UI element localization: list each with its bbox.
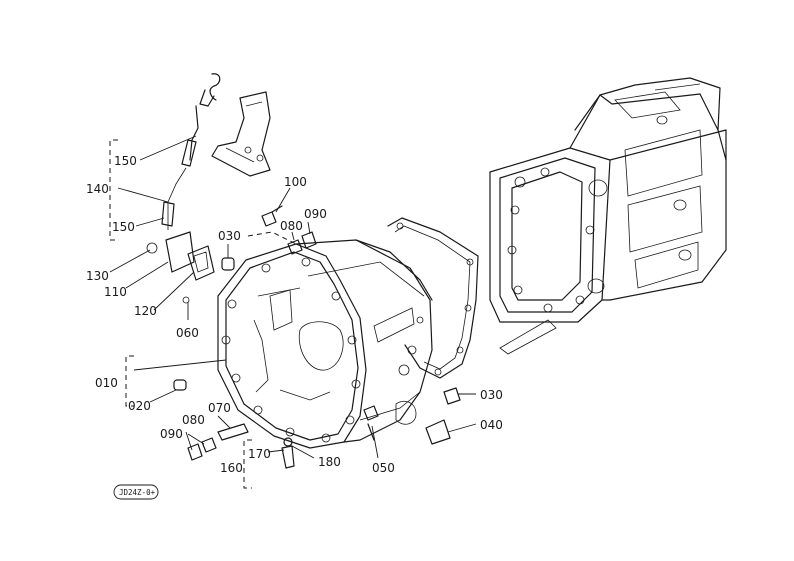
leader-lines — [109, 135, 477, 459]
label-130: 130 — [86, 269, 109, 283]
label-120: 120 — [134, 304, 157, 318]
clutch-housing — [217, 239, 433, 449]
cover-bracket — [211, 91, 271, 177]
label-150-upper: 150 — [114, 154, 137, 168]
label-100: 100 — [284, 175, 307, 189]
transmission-case — [489, 77, 727, 323]
gasket — [387, 217, 479, 379]
label-020: 020 — [128, 399, 151, 413]
label-080-upper: 080 — [280, 219, 303, 233]
label-090-upper: 090 — [304, 207, 327, 221]
label-140: 140 — [86, 182, 109, 196]
label-010: 010 — [95, 376, 118, 390]
label-040: 040 — [480, 418, 503, 432]
label-030-upper: 030 — [218, 229, 241, 243]
label-170: 170 — [248, 447, 271, 461]
label-110: 110 — [104, 285, 127, 299]
label-050: 050 — [372, 461, 395, 475]
dipstick — [161, 73, 221, 230]
reference-code-box: JD24Z-0+ — [113, 484, 159, 500]
label-180: 180 — [318, 455, 341, 469]
hardware-parts — [173, 205, 557, 469]
label-150-lower: 150 — [112, 220, 135, 234]
group-brackets — [109, 139, 297, 489]
part-labels: 150 140 150 130 110 120 030 100 090 080 … — [86, 154, 503, 475]
cover-plate — [146, 231, 215, 304]
label-030-lower: 030 — [480, 388, 503, 402]
label-060: 060 — [176, 326, 199, 340]
label-090-lower: 090 — [160, 427, 183, 441]
label-070: 070 — [208, 401, 231, 415]
label-080-lower: 080 — [182, 413, 205, 427]
label-160: 160 — [220, 461, 243, 475]
reference-code: JD24Z-0+ — [119, 488, 156, 497]
